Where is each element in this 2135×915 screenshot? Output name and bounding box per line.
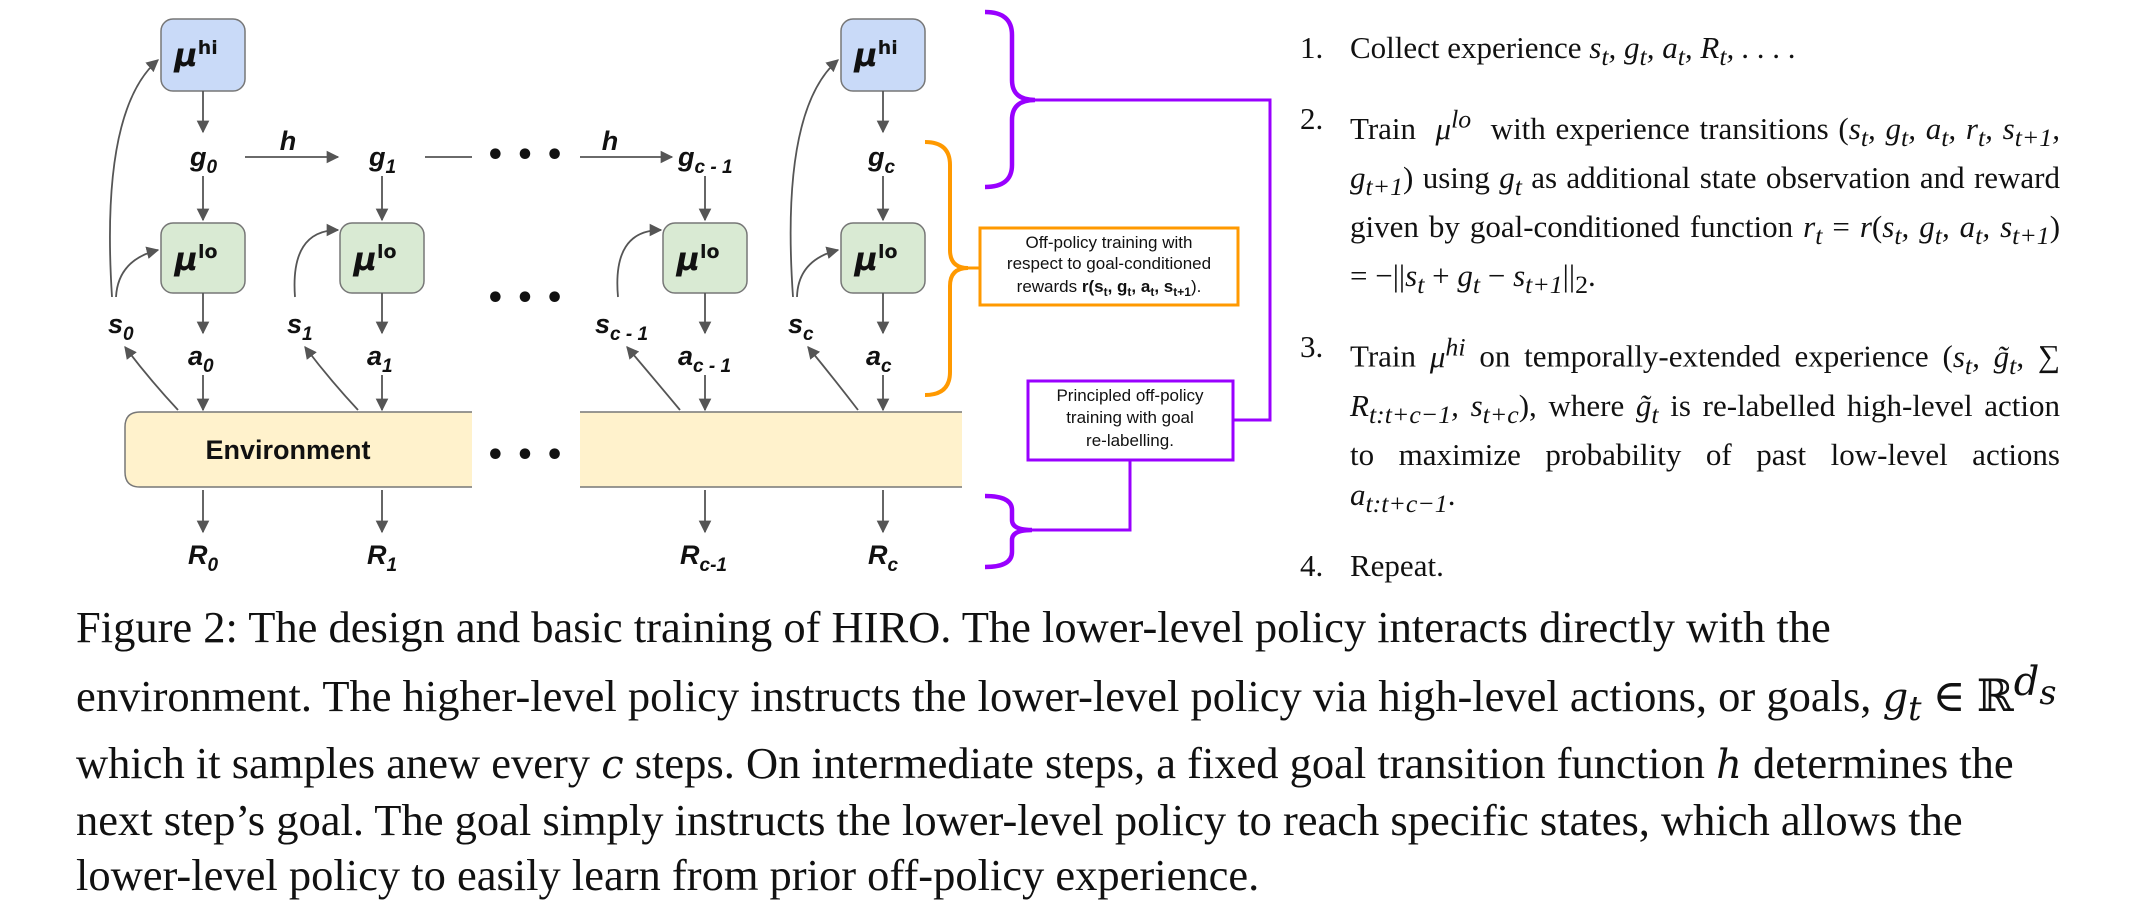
state-label: sc - 1 [595,309,648,345]
goal-label: g0 [189,142,218,178]
step-item: 4.Repeat. [1300,548,1444,584]
svg-text:μlo: μlo [173,240,217,278]
svg-text:Off-policy training with: Off-policy training with [1026,233,1193,252]
state-label: s0 [108,309,134,345]
lo-policy-box: μlo [160,222,246,294]
action-label: ac - 1 [678,341,731,377]
svg-text:rewards r(st, gt, at, st+1).: rewards r(st, gt, at, st+1). [1017,277,1202,299]
figure-caption: Figure 2: The design and basic training … [76,602,2057,900]
step-item: 3.Train μhi on temporally-extended exper… [1300,329,2061,519]
environment-box-right [580,412,962,487]
lo-policy-box: μlo [339,222,425,294]
purple-bracket-top [984,9,1036,190]
training-steps: 1.Collect experience st, gt, at, Rt, . .… [1300,28,2060,608]
transition-label: h [602,126,619,156]
svg-text:μhi: μhi [853,36,898,74]
action-label: ac [866,341,892,377]
goal-label: gc [867,142,896,178]
reward-label: Rc-1 [680,540,727,576]
svg-text:μhi: μhi [173,36,218,74]
orange-bracket [924,140,969,397]
reward-label: Rc [868,540,899,576]
action-label: a1 [367,341,393,377]
purple-connector [1035,98,1272,422]
transition-label: h [280,126,297,156]
svg-text:training with goal: training with goal [1066,408,1194,427]
svg-text:μlo: μlo [853,240,897,278]
environment-box [124,411,472,488]
environment-label: Environment [205,435,370,465]
lo-policy-box: μlo [840,222,926,294]
step-item: 2.Train μlo with experience transitions … [1300,101,2061,300]
state-label: s1 [287,309,313,345]
relabel-annotation: Principled off-policy training with goal… [1026,379,1235,462]
goal-label: g1 [368,142,396,178]
svg-text:Principled off-policy: Principled off-policy [1056,386,1204,405]
hi-policy-box: μhi [840,18,926,92]
goal-label: gc - 1 [677,142,733,178]
hi-policy-box: μhi [160,18,246,92]
step-item: 1.Collect experience st, gt, at, Rt, . .… [1300,30,1797,72]
purple-bracket-bottom [984,493,1033,570]
state-label: sc [788,309,814,345]
purple-connector [1032,460,1132,532]
reward-label: R1 [367,540,397,576]
offpolicy-annotation: Off-policy training with respect to goal… [978,226,1240,307]
flow-arrows [109,59,890,534]
action-label: a0 [188,341,214,377]
ellipsis-middle: • • • [486,281,564,316]
svg-text:μlo: μlo [675,240,719,278]
svg-text:re-labelling.: re-labelling. [1086,431,1174,450]
lo-policy-box: μlo [662,222,748,294]
ellipsis-top: • • • [486,138,564,173]
ellipsis-bottom: • • • [486,438,564,473]
svg-text:μlo: μlo [352,240,396,278]
svg-text:respect to goal-conditioned: respect to goal-conditioned [1007,254,1211,273]
reward-label: R0 [188,540,219,576]
